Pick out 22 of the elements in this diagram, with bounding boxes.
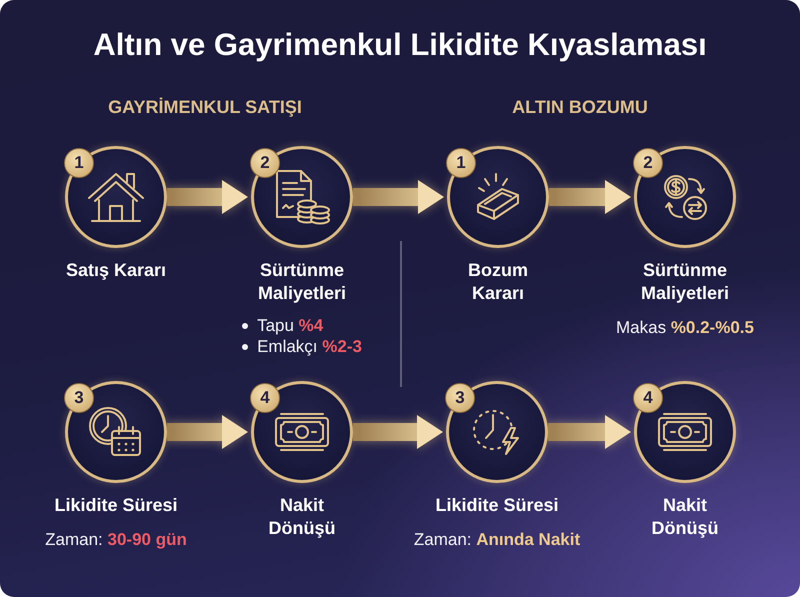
step-title: Likidite Süresi xyxy=(435,494,559,517)
step-title: Sürtünme Maliyetleri xyxy=(640,259,730,305)
diagram-title: Altın ve Gayrimenkul Likidite Kıyaslaması xyxy=(93,27,707,63)
arrow xyxy=(353,180,444,214)
step-title: Nakit Dönüşü xyxy=(268,494,336,540)
detail-text: Emlakçı %2-3 xyxy=(257,336,362,357)
step-title: Likidite Süresi xyxy=(54,494,178,517)
arrow xyxy=(549,180,631,214)
detail-text: Zaman: Anında Nakit xyxy=(414,529,580,550)
section-heading: ALTIN BOZUMU xyxy=(512,96,648,118)
detail-text: Tapu %4 xyxy=(257,315,324,336)
arrow xyxy=(167,180,248,214)
detail-text: Zaman: 30-90 gün xyxy=(45,529,187,550)
arrow xyxy=(548,415,631,449)
step-title: Nakit Dönüşü xyxy=(652,494,718,540)
section-heading: GAYRİMENKUL SATIŞI xyxy=(108,96,302,118)
step-title: Bozum Kararı xyxy=(468,259,528,305)
arrow xyxy=(167,415,248,449)
detail-text: Makas %0.2-%0.5 xyxy=(616,317,754,338)
step-title: Sürtünme Maliyetleri xyxy=(258,259,346,305)
step-title: Satış Kararı xyxy=(66,259,166,282)
arrow xyxy=(353,415,443,449)
